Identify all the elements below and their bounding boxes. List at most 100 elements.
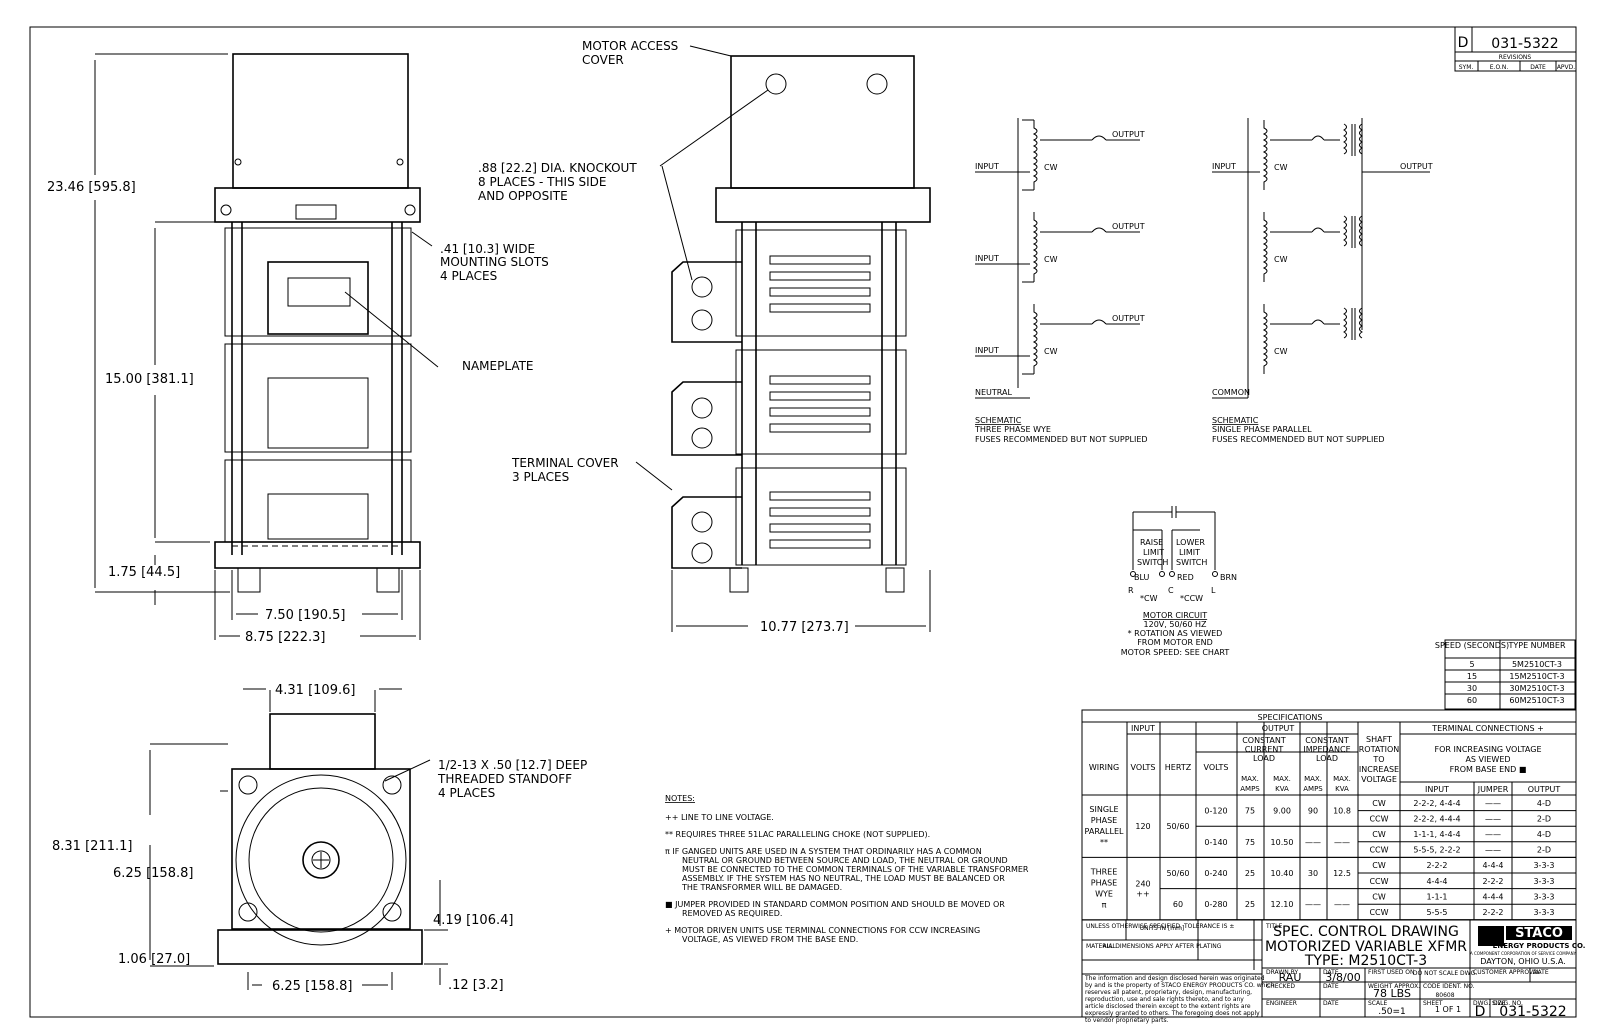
sheet-value: 1 OF 1 bbox=[1435, 1005, 1461, 1014]
spec-h-ci: IMPEDANCE bbox=[1303, 745, 1350, 754]
raise-3: SWITCH bbox=[1137, 558, 1168, 567]
proprietary-line: expressly granted to others. The foregoi… bbox=[1085, 1010, 1260, 1017]
frame-top bbox=[231, 768, 411, 930]
terminal-cover-3 bbox=[671, 496, 742, 569]
title-line-2: MOTORIZED VARIABLE XFMR bbox=[1265, 939, 1467, 955]
spec-volts: 240 bbox=[1135, 880, 1150, 889]
weight-label: WEIGHT APPROX. bbox=[1368, 983, 1420, 990]
spec-ci-amps: 30 bbox=[1308, 869, 1318, 878]
note-line: MUST BE CONNECTED TO THE COMMON TERMINAL… bbox=[682, 865, 1029, 874]
mc-caption-3: * ROTATION AS VIEWED bbox=[1128, 629, 1223, 638]
spec-output-conn: 4-D bbox=[1537, 830, 1551, 839]
schematic-parallel bbox=[1212, 118, 1430, 399]
material-label: MATERIAL bbox=[1086, 943, 1116, 950]
code-ident: 80608 bbox=[1435, 992, 1454, 999]
speed-table bbox=[1444, 639, 1576, 710]
wye-caption-1: SCHEMATIC bbox=[975, 416, 1022, 425]
spec-h-max: MAX. bbox=[1304, 775, 1322, 783]
spec-input-conn: 4-4-4 bbox=[1426, 877, 1447, 886]
speed-value: 30 bbox=[1467, 684, 1477, 693]
dwg-no: 031-5322 bbox=[1499, 1004, 1566, 1020]
spec-out-volts: 0-140 bbox=[1204, 838, 1227, 847]
parallel-cw-2: CW bbox=[1274, 255, 1288, 264]
engineer-label: ENGINEER bbox=[1266, 1000, 1297, 1007]
spec-output-conn: 2-D bbox=[1537, 814, 1551, 823]
schematic-wye bbox=[975, 118, 1140, 399]
spec-h-max: AMPS bbox=[1303, 785, 1323, 793]
note-line: NEUTRAL OR GROUND BETWEEN SOURCE AND LOA… bbox=[682, 856, 1008, 865]
top-size: D bbox=[1458, 35, 1469, 51]
tolerance-note: UNLESS OTHERWISE SPECIFIED, TOLERANCE IS… bbox=[1086, 923, 1234, 930]
parallel-caption-3: FUSES RECOMMENDED BUT NOT SUPPLIED bbox=[1212, 435, 1385, 444]
slot-note-1: .41 [10.3] WIDE bbox=[440, 242, 535, 256]
proprietary-line: reserves all patent, proprietary, design… bbox=[1085, 989, 1252, 996]
wye-output-3: OUTPUT bbox=[1112, 314, 1145, 323]
spec-ci-kva: —— bbox=[1334, 838, 1350, 847]
spec-output-conn: 3-3-3 bbox=[1533, 861, 1554, 870]
top-base-width: 6.25 [158.8] bbox=[272, 979, 352, 994]
company-sub2: A COMPONENT CORPORATION OF SERVICE COMPA… bbox=[1470, 951, 1577, 956]
standoff-label-2: THREADED STANDOFF bbox=[437, 772, 572, 786]
parallel-output: OUTPUT bbox=[1400, 162, 1433, 171]
slot-note-2: MOUNTING SLOTS bbox=[440, 255, 549, 269]
knockout-label-2: 8 PLACES - THIS SIDE bbox=[478, 175, 606, 189]
terminal-cover-1 bbox=[671, 261, 742, 343]
wire-blu: BLU bbox=[1134, 573, 1150, 582]
spec-input-conn: 5-5-5 bbox=[1426, 908, 1447, 917]
spec-h-max: KVA bbox=[1335, 785, 1349, 793]
spec-wiring: ** bbox=[1100, 838, 1108, 847]
terminal-cover-label-2: 3 PLACES bbox=[512, 470, 569, 484]
spec-h-max: MAX. bbox=[1241, 775, 1259, 783]
finish-note: ALL DIMENSIONS APPLY AFTER PLATING bbox=[1103, 943, 1222, 950]
wire-red: RED bbox=[1177, 573, 1194, 582]
company-logo: STACO bbox=[1515, 926, 1563, 941]
spec-wiring: PARALLEL bbox=[1085, 827, 1124, 836]
checked-label: CHECKED bbox=[1266, 983, 1295, 990]
spec-input-conn: 2-2-2, 4-4-4 bbox=[1413, 814, 1460, 823]
spec-out-volts: 0-240 bbox=[1204, 869, 1227, 878]
front-height-frame: 15.00 [381.1] bbox=[105, 372, 194, 387]
spec-h-input: INPUT bbox=[1131, 724, 1155, 733]
spec-h-cc: CONSTANT bbox=[1242, 736, 1286, 745]
spec-hertz: 50/60 bbox=[1166, 822, 1189, 831]
spec-h-max: KVA bbox=[1275, 785, 1289, 793]
checked-date-label: DATE bbox=[1323, 983, 1339, 990]
standoff-label-3: 4 PLACES bbox=[438, 786, 495, 800]
spec-wiring: SINGLE bbox=[1089, 805, 1118, 814]
spec-rotation: CCW bbox=[1369, 877, 1388, 886]
spec-h-cc: CURRENT bbox=[1245, 745, 1284, 754]
title-line-1: SPEC. CONTROL DRAWING bbox=[1273, 924, 1459, 940]
spec-jumper: 4-4-4 bbox=[1482, 861, 1503, 870]
spec-h-ci: CONSTANT bbox=[1305, 736, 1349, 745]
sheet-border bbox=[29, 26, 1577, 1018]
top-height-shaft: 4.19 [106.4] bbox=[433, 913, 513, 928]
spec-ci-kva: —— bbox=[1334, 900, 1350, 909]
parallel-cw-3: CW bbox=[1274, 347, 1288, 356]
rev-col-3: DATE bbox=[1530, 64, 1546, 71]
type-number: 15M2510CT-3 bbox=[1509, 672, 1564, 681]
spec-h-ovolts: VOLTS bbox=[1204, 763, 1229, 772]
spec-jumper: —— bbox=[1485, 799, 1501, 808]
spec-h-max: MAX. bbox=[1273, 775, 1291, 783]
spec-output-conn: 3-3-3 bbox=[1533, 877, 1554, 886]
spec-input-conn: 1-1-1 bbox=[1426, 892, 1447, 901]
top-dwg-no: 031-5322 bbox=[1491, 36, 1558, 52]
spec-h-jumper: JUMPER bbox=[1477, 785, 1509, 794]
note-line: ** REQUIRES THREE 51LAC PARALLELING CHOK… bbox=[665, 830, 930, 839]
spec-h-term-sub: FROM BASE END ■ bbox=[1450, 765, 1527, 774]
terminal-cover-2 bbox=[671, 381, 742, 456]
front-width-inner: 7.50 [190.5] bbox=[265, 608, 345, 623]
wye-cw-3: CW bbox=[1044, 347, 1058, 356]
proprietary-line: The information and design disclosed her… bbox=[1084, 975, 1265, 982]
spec-cc-amps: 25 bbox=[1245, 900, 1255, 909]
title-line-3: TYPE: M2510CT-3 bbox=[1304, 953, 1427, 969]
spec-volts-note: ++ bbox=[1136, 890, 1149, 899]
spec-h-shaft: ROTATION bbox=[1359, 745, 1400, 754]
spec-out-volts: 0-120 bbox=[1204, 807, 1227, 816]
top-base-height: 1.06 [27.0] bbox=[118, 952, 190, 967]
note-line: VOLTAGE, AS VIEWED FROM THE BASE END. bbox=[682, 935, 858, 944]
nameplate-plate bbox=[267, 261, 369, 335]
side-depth: 10.77 [273.7] bbox=[760, 620, 849, 635]
date-label: DATE bbox=[1323, 969, 1339, 976]
spec-rotation: CW bbox=[1372, 799, 1386, 808]
